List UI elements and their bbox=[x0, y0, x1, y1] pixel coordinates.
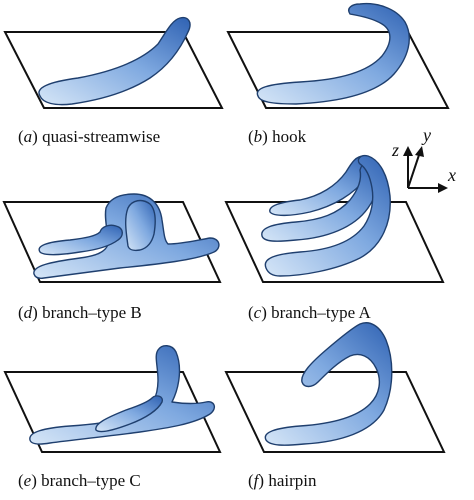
panel-name-a: quasi-streamwise bbox=[42, 127, 160, 146]
panel-name-c: branch–type A bbox=[271, 303, 371, 322]
vortex-hook bbox=[256, 2, 410, 105]
panel-label-c: (c) branch–type A bbox=[248, 303, 371, 322]
vortex-branch-type-c bbox=[29, 345, 216, 445]
z-axis-arrow bbox=[403, 146, 413, 156]
x-axis-arrow bbox=[438, 183, 448, 193]
plane-b bbox=[226, 31, 450, 109]
panel-letter-a: a bbox=[24, 127, 33, 146]
x-axis-label: x bbox=[447, 165, 456, 185]
y-axis-label: y bbox=[421, 125, 431, 145]
plane-c bbox=[224, 201, 445, 283]
panel-b: (b) hook bbox=[226, 2, 450, 146]
panel-name-b: hook bbox=[272, 127, 307, 146]
panel-label-d: (d) branch–type B bbox=[18, 303, 142, 322]
vortex-branch-type-c-branch bbox=[95, 395, 164, 433]
panel-c: (c) branch–type A bbox=[224, 154, 445, 322]
panel-label-e: (e) branch–type C bbox=[18, 471, 141, 490]
panel-label-f: (f) hairpin bbox=[248, 471, 317, 490]
plane-f bbox=[224, 371, 446, 453]
panel-label-b: (b) hook bbox=[248, 127, 307, 146]
panel-letter-e: e bbox=[24, 471, 32, 490]
panel-name-d: branch–type B bbox=[42, 303, 142, 322]
y-axis-arrow bbox=[415, 146, 424, 157]
vortex-quasi-streamwise bbox=[38, 16, 191, 106]
panel-label-a: (a) quasi-streamwise bbox=[18, 127, 160, 146]
panel-letter-f: f bbox=[254, 471, 261, 490]
panel-name-e: branch–type C bbox=[41, 471, 141, 490]
plane-e bbox=[3, 371, 222, 453]
vortex-branch-type-b-upper-leg bbox=[38, 224, 123, 256]
z-axis-label: z bbox=[391, 140, 399, 160]
plane-a bbox=[3, 31, 224, 109]
vortex-hairpin bbox=[264, 322, 393, 446]
panel-e: (e) branch–type C bbox=[3, 345, 222, 490]
panel-a: (a) quasi-streamwise bbox=[3, 16, 224, 146]
panel-name-f: hairpin bbox=[268, 471, 317, 490]
panel-letter-b: b bbox=[254, 127, 263, 146]
y-axis-line bbox=[407, 151, 421, 189]
panel-d: (d) branch–type B bbox=[2, 193, 222, 322]
panel-f: (f) hairpin bbox=[224, 322, 446, 490]
panel-letter-c: c bbox=[254, 303, 262, 322]
vortex-branch-type-a-bottom bbox=[264, 154, 391, 277]
panel-letter-d: d bbox=[24, 303, 33, 322]
vortex-branch-type-b-arch bbox=[125, 199, 156, 252]
coordinate-axes: x y z bbox=[391, 125, 456, 193]
